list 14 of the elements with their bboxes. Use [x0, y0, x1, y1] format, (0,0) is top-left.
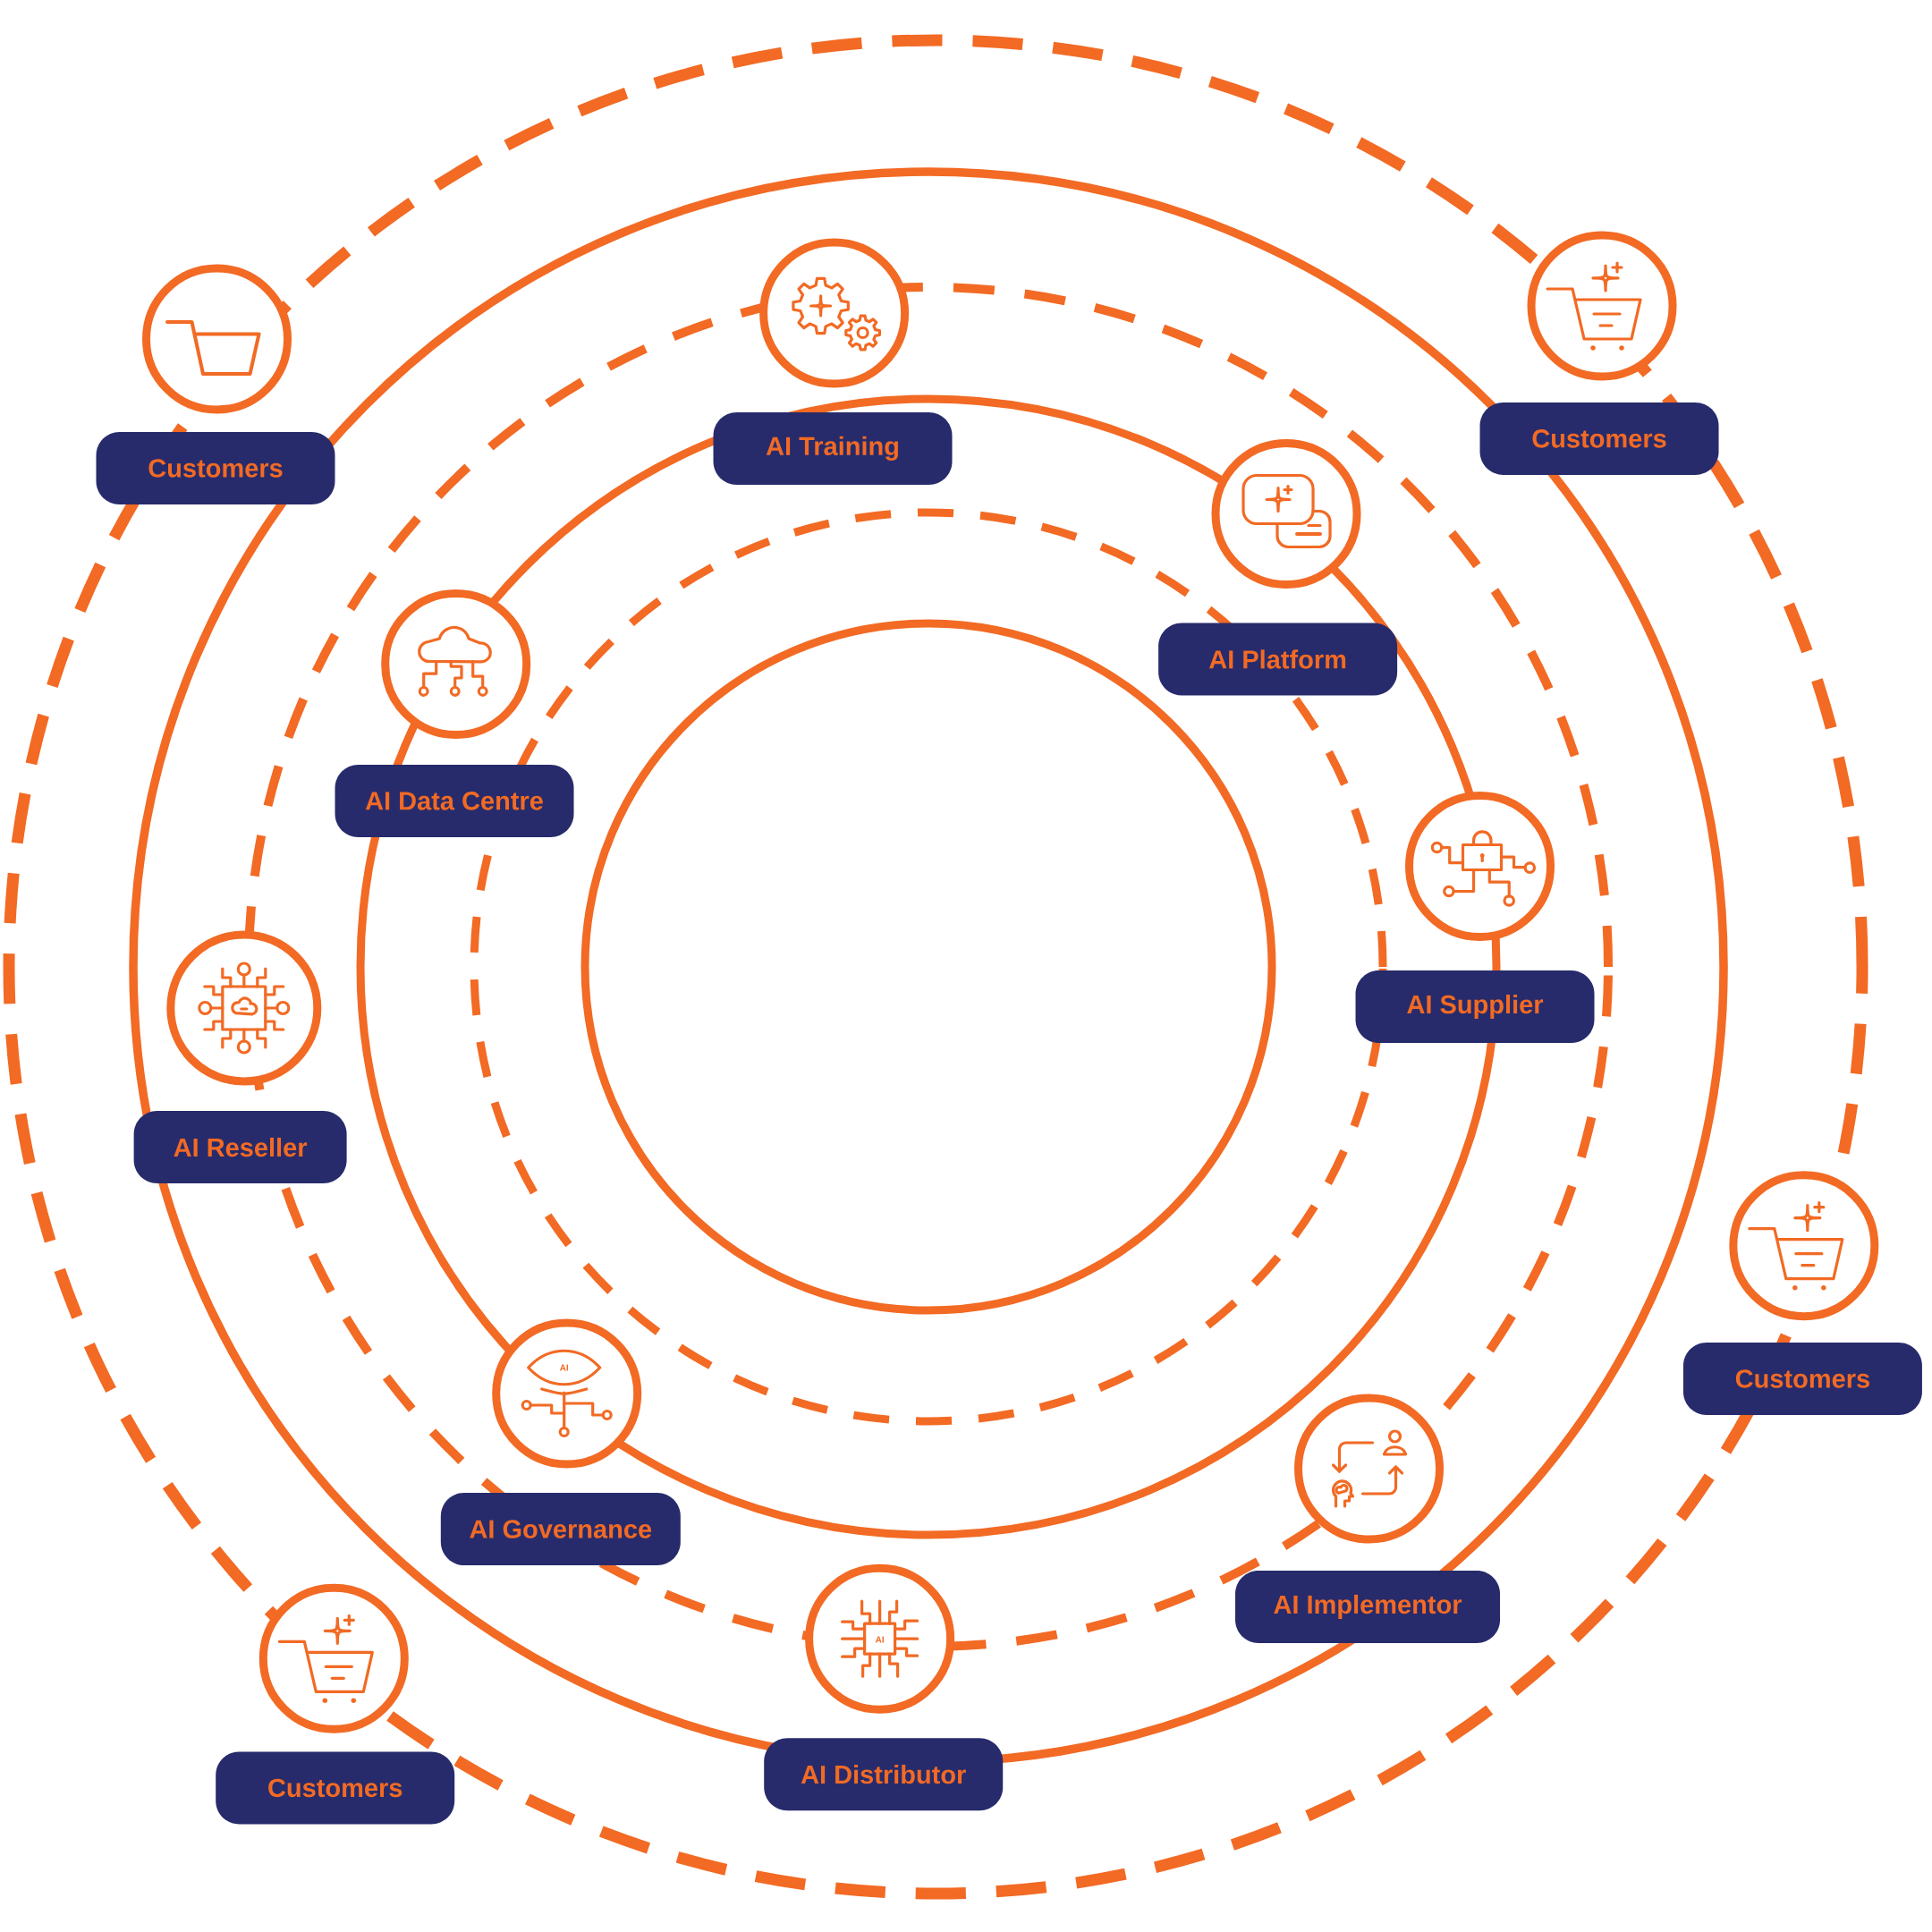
- label-pill: AI Supplier: [1355, 970, 1595, 1043]
- label-pill: Customers: [1479, 402, 1719, 475]
- label-pill: AI Distributor: [764, 1738, 1004, 1811]
- label-pill: Customers: [1682, 1343, 1922, 1415]
- label-pill: Customers: [216, 1751, 455, 1825]
- label-pill: AI Reseller: [133, 1111, 347, 1184]
- label-pill: AI Governance: [440, 1493, 681, 1566]
- label-pill: AI Data Centre: [335, 764, 574, 837]
- icon-text: AI: [559, 1364, 569, 1371]
- label-pill: Customers: [96, 432, 335, 504]
- icon-text: AI: [875, 1636, 884, 1643]
- label-pill: AI Platform: [1158, 623, 1398, 696]
- label-pill: AI Training: [713, 411, 953, 485]
- label-pill: AI Implementor: [1235, 1570, 1500, 1643]
